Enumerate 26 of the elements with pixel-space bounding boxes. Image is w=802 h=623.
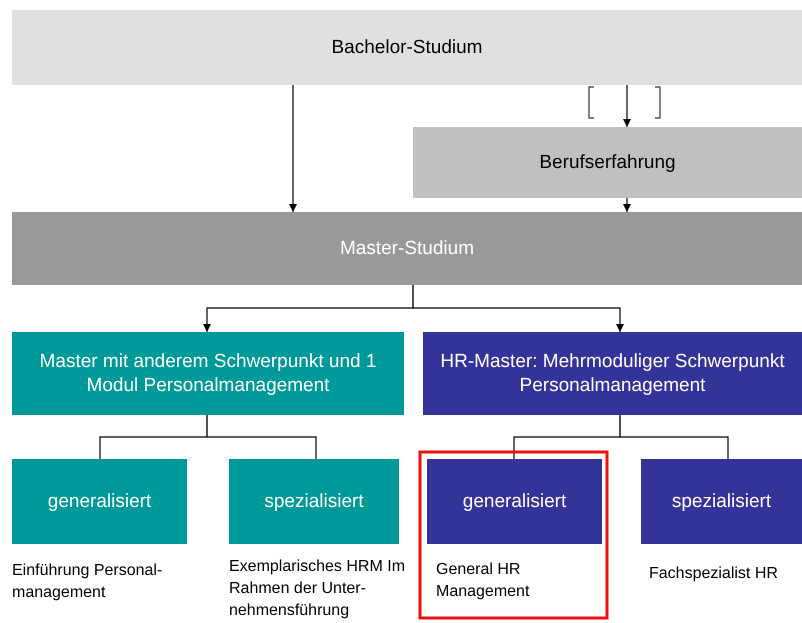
connector-arrow xyxy=(623,198,631,212)
process-box xyxy=(423,332,802,415)
process-box xyxy=(12,10,802,85)
box-label: spezialisiert xyxy=(670,490,772,514)
connector-arrow xyxy=(289,85,297,212)
box-label: Bachelor-Studium xyxy=(330,36,484,60)
process-box xyxy=(12,332,404,415)
process-box xyxy=(641,459,802,544)
process-box xyxy=(413,127,802,198)
description-text: Exemplarisches HRM Im Rahmen der Unter- nehmensführung xyxy=(229,557,406,621)
description-text: Fachspezialist HR xyxy=(649,564,779,584)
description-text: General HR Management xyxy=(436,560,530,602)
process-box xyxy=(427,459,602,544)
box-label: Berufserfahrung xyxy=(538,150,677,174)
box-label: generalisiert xyxy=(462,490,568,514)
box-label: generalisiert xyxy=(46,490,152,514)
box-label: Master mit anderem Schwerpunkt und 1 Modul Personalmanagement xyxy=(38,350,378,398)
connector-arrow xyxy=(623,85,631,127)
process-box xyxy=(12,212,802,285)
connector-arrow xyxy=(412,285,624,332)
box-label: Master-Studium xyxy=(338,236,476,260)
box-label: spezialisiert xyxy=(263,490,365,514)
process-box xyxy=(12,459,187,544)
description-text: Einführung Personal- management xyxy=(12,561,164,603)
process-box xyxy=(229,459,399,544)
box-label: HR-Master: Mehrmoduliger Schwerpunkt Personalmanagement xyxy=(439,350,786,398)
